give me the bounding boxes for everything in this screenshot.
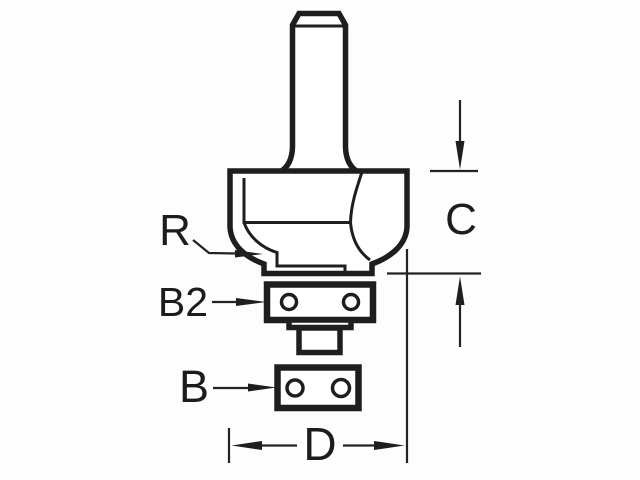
body-left-relief-curve bbox=[242, 221, 347, 273]
arrow-left-icon bbox=[231, 441, 262, 450]
fitted-bearing-arrow-right-icon bbox=[236, 298, 266, 306]
fitted-bearing-label: B2 bbox=[158, 279, 208, 325]
dimension-d-label: D bbox=[303, 418, 336, 470]
spare-bearing-left-ball bbox=[285, 378, 305, 398]
spare-bearing-right-ball bbox=[330, 377, 352, 399]
arrow-right-icon bbox=[374, 441, 405, 450]
fitted-bearing-callout: B2 bbox=[158, 279, 266, 325]
spare-bearing-label: B bbox=[179, 361, 209, 412]
spare-bearing-arrow-right-icon bbox=[248, 383, 277, 392]
fitted-bearing bbox=[263, 281, 377, 324]
arrow-up-icon bbox=[455, 276, 465, 305]
arbor-nut bbox=[296, 325, 343, 356]
radius-arrow-right-icon bbox=[235, 250, 263, 258]
cutter-body bbox=[227, 168, 410, 277]
fitted-bearing-right-ball bbox=[341, 292, 361, 312]
dimension-c-label: C bbox=[445, 195, 477, 244]
cutter-shank bbox=[269, 10, 369, 175]
spare-bearing bbox=[274, 364, 362, 412]
dimension-d: D bbox=[227, 249, 409, 470]
radius-callout: R bbox=[159, 206, 263, 258]
radius-leader-line bbox=[192, 239, 238, 255]
spare-bearing-callout: B bbox=[179, 361, 277, 412]
radius-label: R bbox=[159, 206, 191, 255]
shank-outline bbox=[269, 10, 369, 175]
fitted-bearing-left-ball bbox=[279, 292, 299, 312]
arbor-assembly bbox=[286, 317, 354, 356]
arrow-down-icon bbox=[455, 141, 465, 170]
body-flute-line bbox=[348, 171, 371, 262]
dimension-c: C bbox=[387, 100, 481, 347]
